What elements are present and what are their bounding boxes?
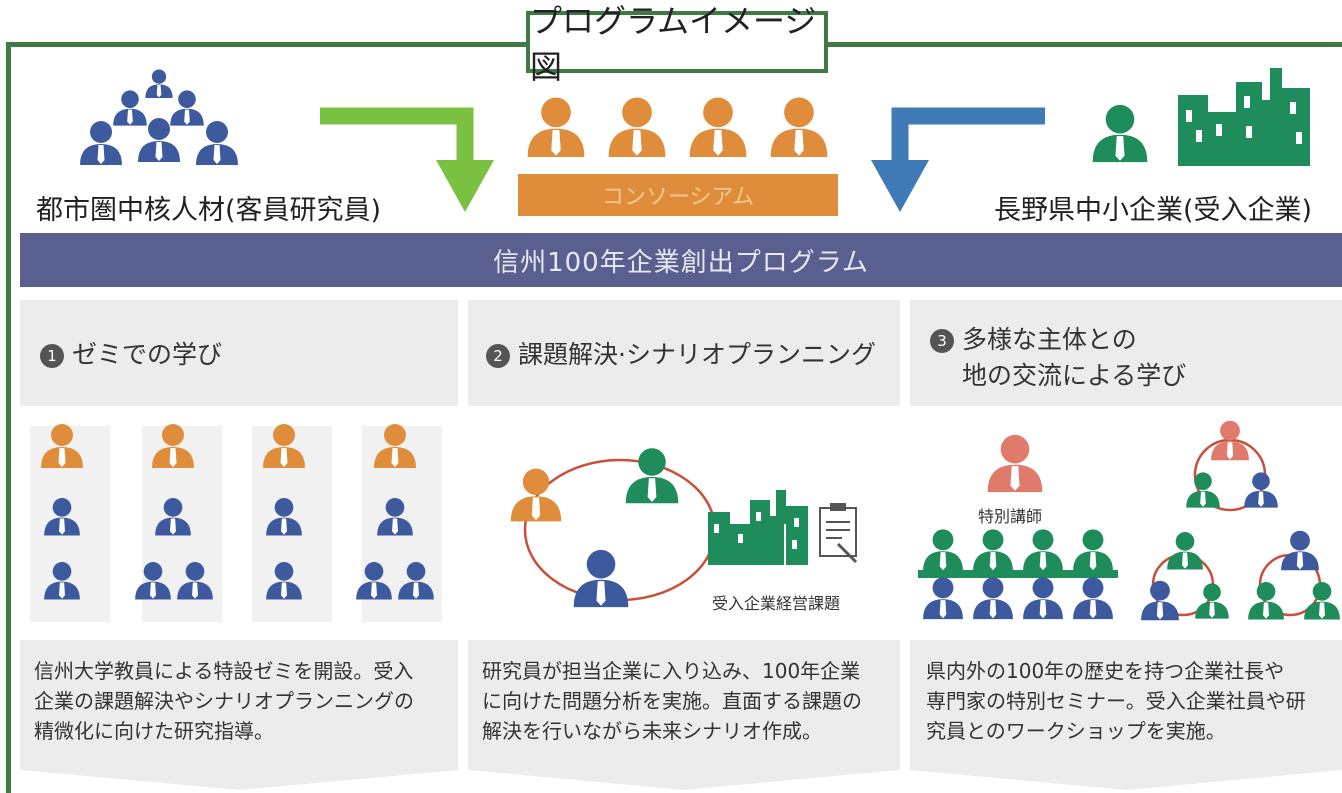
consortium-people <box>527 97 828 157</box>
consortium-bar: コンソーシアム <box>518 174 838 216</box>
exchange-figure <box>918 420 1340 621</box>
section-1-description: 信州大学教員による特設ゼミを開設。受入 企業の課題解決やシナリオプランニングの … <box>34 659 414 743</box>
seminar-groups <box>30 424 442 622</box>
section-2-description: 研究員が担当企業に入り込み、100年企業 に向けた問題分析を実施。直面する課題の… <box>482 659 862 743</box>
section-2-desc-panel <box>468 640 900 770</box>
right-label: 長野県中小企業(受入企業) <box>994 195 1313 226</box>
company-icons <box>1092 68 1310 166</box>
section-3-desc-panel <box>910 640 1342 770</box>
diagram-title: プログラムイメージ図 <box>526 2 828 86</box>
researchers-group <box>80 69 238 165</box>
program-band: 信州100年企業創出プログラム <box>20 233 1342 287</box>
section-3-description: 県内外の100年の歴史を持つ企業社長や 専門家の特別セミナー。受入企業社員や研 … <box>926 659 1306 743</box>
section-2-number: 2 <box>486 344 510 368</box>
blue-arrow <box>871 107 1045 212</box>
section-1-header-panel <box>20 300 458 406</box>
green-arrow <box>320 107 494 212</box>
section-3-header-panel <box>910 300 1342 406</box>
section-3-number: 3 <box>930 329 954 353</box>
section-2-header-panel <box>468 300 900 406</box>
section-1-desc-panel <box>20 640 458 770</box>
special-lecturer-label: 特別講師 <box>978 507 1043 526</box>
scenario-planning-figure <box>510 448 858 608</box>
company-issues-label: 受入企業経営課題 <box>712 594 841 613</box>
left-label: 都市圏中核人材(客員研究員) <box>36 195 382 226</box>
section-1-number: 1 <box>40 344 64 368</box>
